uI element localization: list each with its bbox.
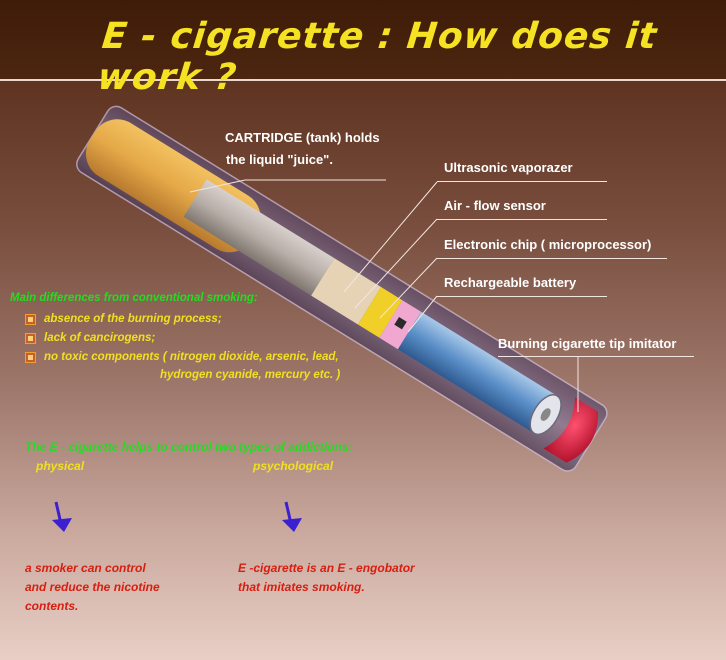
vaporizer-part: [311, 258, 382, 325]
label-cartridge-1: CARTRIDGE (tank) holds: [225, 130, 380, 145]
psychological-desc-1: E -cigarette is an E - engobator: [238, 561, 415, 575]
airflow-sensor-part: [357, 287, 403, 338]
label-chip: Electronic chip ( microprocessor): [444, 237, 652, 252]
rule-battery: [437, 296, 607, 297]
difference-item-1: absence of the burning process;: [44, 313, 222, 325]
label-vaporizer: Ultrasonic vaporazer: [444, 160, 573, 175]
label-airflow: Air - flow sensor: [444, 198, 546, 213]
battery-cap-center: [540, 408, 551, 421]
arrow-down-icon: [282, 501, 302, 532]
label-tip: Burning cigarette tip imitator: [498, 336, 677, 351]
rule-tip: [498, 356, 694, 357]
addiction-physical: physical: [36, 459, 85, 473]
arrow-down-icon: [52, 501, 72, 532]
difference-item-3-cont: hydrogen cyanide, mercury etc. ): [160, 369, 341, 381]
rule-chip: [437, 258, 667, 259]
tip-imitator: [543, 397, 598, 463]
battery-part: [397, 311, 558, 434]
checkbox-icon: [25, 352, 36, 363]
difference-item-3: no toxic components ( nitrogen dioxide, …: [44, 351, 339, 363]
cigarette-body: [76, 105, 608, 472]
inner-chamber: [183, 179, 335, 296]
pointer-battery: [407, 295, 438, 333]
label-battery: Rechargeable battery: [444, 275, 577, 290]
physical-desc-2: and reduce the nicotine: [25, 580, 160, 594]
addiction-psychological: psychological: [253, 459, 334, 473]
checkbox-icon: [25, 333, 36, 344]
chip-square: [394, 316, 407, 330]
addictions-heading: The E - cigarette helps to control two t…: [25, 440, 353, 454]
pointer-chip: [379, 257, 438, 319]
pointer-airflow: [354, 218, 438, 309]
pointer-cartridge: [189, 179, 246, 193]
label-cartridge-2: the liquid "juice".: [226, 152, 333, 167]
checkbox-icon: [25, 314, 36, 325]
differences-heading: Main differences from conventional smoki…: [10, 292, 258, 304]
pointer-vaporizer: [343, 181, 438, 293]
rule-airflow: [437, 219, 607, 220]
physical-desc-1: a smoker can control: [25, 561, 146, 575]
header-bar: [0, 0, 726, 80]
difference-item-2: lack of cancirogens;: [44, 332, 156, 344]
psychological-desc-2: that imitates smoking.: [238, 580, 365, 594]
header-divider: [0, 79, 726, 81]
physical-desc-3: contents.: [25, 599, 79, 613]
rule-vaporizer: [437, 181, 607, 182]
